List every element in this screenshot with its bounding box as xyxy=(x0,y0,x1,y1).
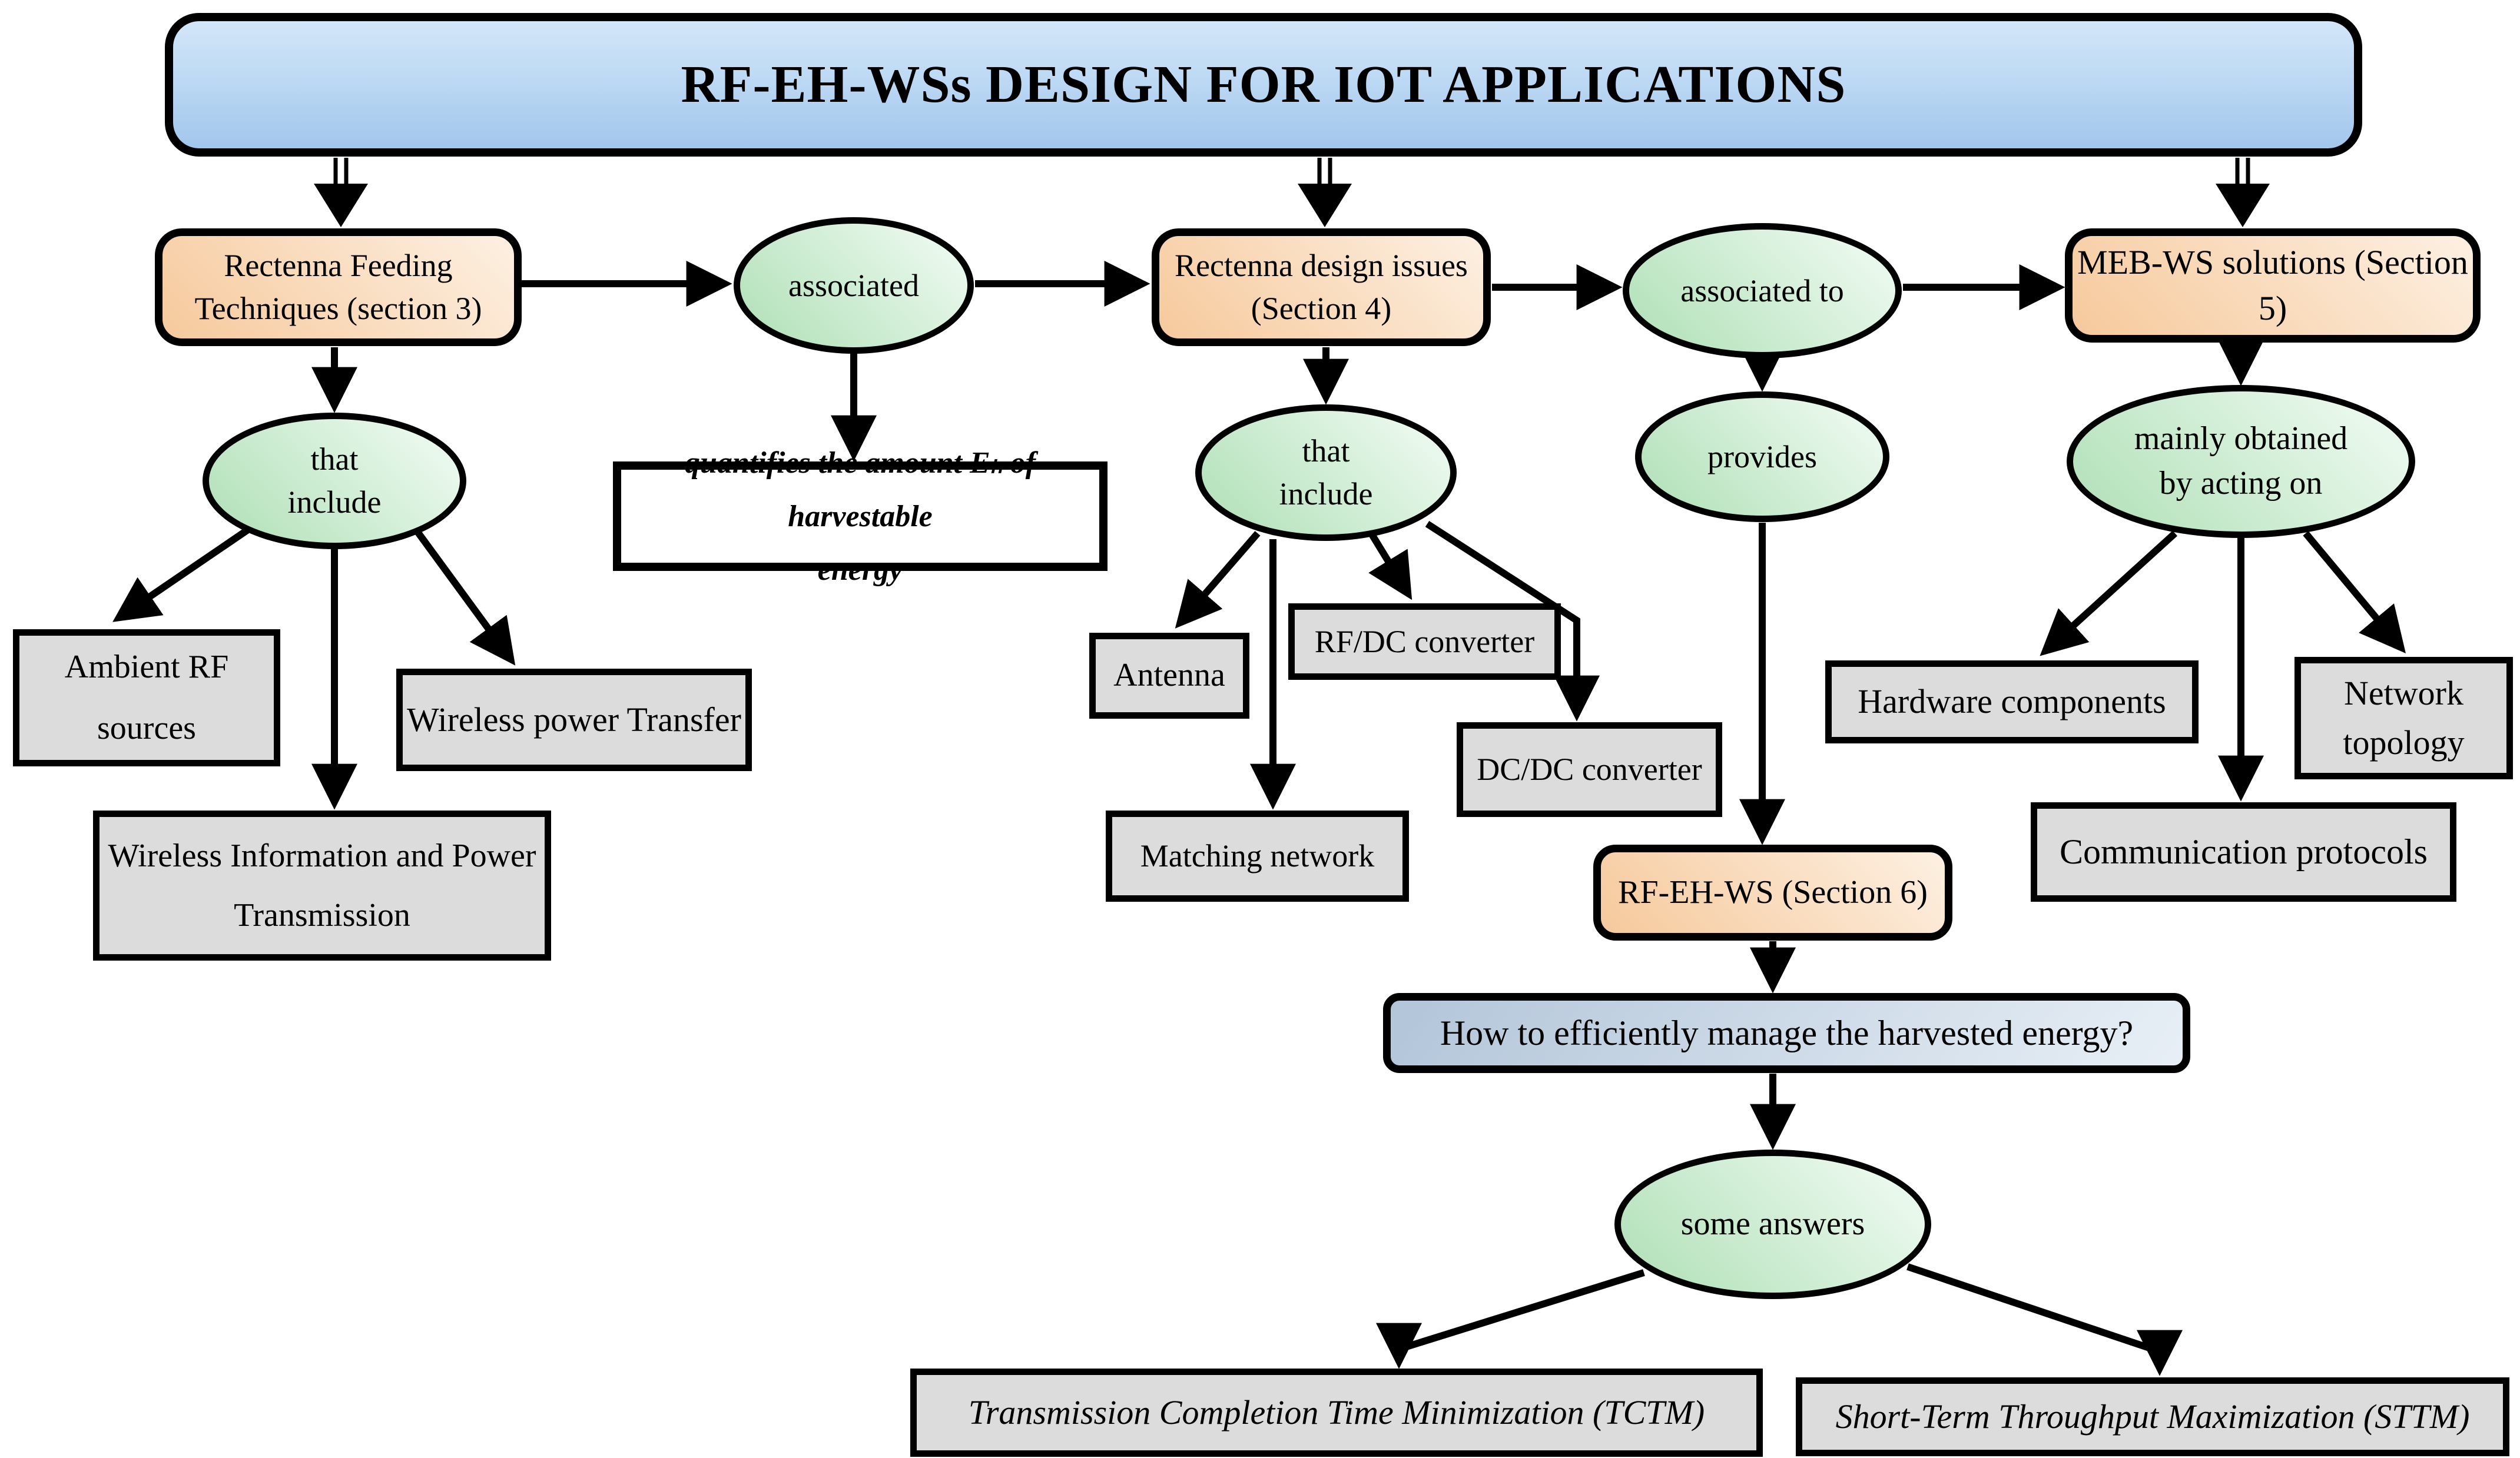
leaf-label: Wireless power Transfer xyxy=(407,700,741,739)
leaf-box-rfdc-converter: RF/DC converter xyxy=(1288,603,1561,680)
question-label: How to efficiently manage the harvested … xyxy=(1440,1013,2134,1052)
leaf-box-wireless-power-transfer: Wireless power Transfer xyxy=(396,669,752,771)
section-label: MEB-WS solutions (Section 5) xyxy=(2077,243,2468,327)
relation-ellipse-associated: associated xyxy=(734,217,974,354)
leaf-label: Network topology xyxy=(2343,673,2465,762)
section-box-meb-ws: MEB-WS solutions (Section 5) xyxy=(2065,228,2481,343)
leaf-label: Matching network xyxy=(1140,838,1375,874)
question-box: How to efficiently manage the harvested … xyxy=(1383,993,2190,1073)
arrow-to-sttm xyxy=(1906,1263,2183,1376)
arrow-title-to-rectenna-design xyxy=(1298,158,1352,227)
arrow-title-to-meb-ws xyxy=(2216,158,2270,227)
leaf-label: Communication protocols xyxy=(2060,832,2428,871)
relation-label: provides xyxy=(1707,439,1817,474)
relation-ellipse-mainly-obtained: mainly obtained by acting on xyxy=(2067,385,2415,538)
relation-label: associated xyxy=(788,267,919,303)
arrow-to-hardware xyxy=(2040,530,2178,656)
leaf-box-matching-network: Matching network xyxy=(1106,811,1409,902)
leaf-label: DC/DC converter xyxy=(1477,752,1702,788)
arrow-to-dcdc xyxy=(1425,520,1600,722)
arrow-to-ambient-rf xyxy=(112,526,252,622)
leaf-label: Wireless Information and Power Transmiss… xyxy=(108,837,536,934)
note-label: quantifies the amount Eₕ of harvestable … xyxy=(684,446,1036,587)
arrow-to-network-topology xyxy=(2303,531,2406,653)
relation-label: that include xyxy=(287,441,382,520)
relation-label: some answers xyxy=(1680,1205,1865,1243)
arrow-to-rfdc xyxy=(1368,532,1412,600)
leaf-label: Ambient RF sources xyxy=(64,648,229,746)
page-title: RF-EH-WSs DESIGN FOR IOT APPLICATIONS xyxy=(681,55,1846,114)
relation-ellipse-that-include-mid: that include xyxy=(1195,404,1457,541)
title-box: RF-EH-WSs DESIGN FOR IOT APPLICATIONS xyxy=(165,13,2362,157)
leaf-box-dcdc-converter: DC/DC converter xyxy=(1457,722,1722,817)
relation-label: associated to xyxy=(1680,273,1844,308)
leaf-box-antenna: Antenna xyxy=(1089,633,1249,719)
note-box-quantifies-energy: quantifies the amount Eₕ of harvestable … xyxy=(613,446,1108,587)
leaf-label: RF/DC converter xyxy=(1314,623,1535,659)
leaf-label: Antenna xyxy=(1113,657,1225,694)
relation-label: mainly obtained by acting on xyxy=(2134,420,2348,502)
leaf-label: Short-Term Throughput Maximization (STTM… xyxy=(1835,1397,2470,1436)
leaf-box-communication-protocols: Communication protocols xyxy=(2031,802,2456,902)
arrow-to-antenna xyxy=(1175,531,1261,629)
section-box-rectenna-design: Rectenna design issues (Section 4) xyxy=(1152,228,1491,346)
relation-ellipse-provides: provides xyxy=(1635,391,1889,522)
relation-label: that include xyxy=(1279,433,1373,512)
relation-ellipse-that-include-left: that include xyxy=(203,413,466,549)
leaf-box-hardware-components: Hardware components xyxy=(1825,660,2199,743)
section-label: Rectenna Feeding Techniques (section 3) xyxy=(194,248,482,326)
leaf-box-network-topology: Network topology xyxy=(2294,657,2513,779)
leaf-box-sttm: Short-Term Throughput Maximization (STTM… xyxy=(1796,1377,2509,1456)
section-box-rf-eh-ws: RF-EH-WS (Section 6) xyxy=(1593,845,1952,941)
section-box-rectenna-feeding: Rectenna Feeding Techniques (section 3) xyxy=(155,228,522,346)
arrow-to-wpt xyxy=(414,529,516,666)
leaf-label: Hardware components xyxy=(1858,682,2166,721)
relation-ellipse-associated-to: associated to xyxy=(1623,223,1902,358)
section-label: Rectenna design issues (Section 4) xyxy=(1175,248,1468,326)
section-label: RF-EH-WS (Section 6) xyxy=(1618,874,1928,911)
leaf-box-tctm: Transmission Completion Time Minimizatio… xyxy=(910,1369,1763,1457)
leaf-label: Transmission Completion Time Minimizatio… xyxy=(968,1393,1705,1432)
leaf-box-wipt: Wireless Information and Power Transmiss… xyxy=(93,811,551,961)
leaf-box-ambient-rf: Ambient RF sources xyxy=(13,629,280,766)
arrow-title-to-rectenna-feeding xyxy=(314,158,368,227)
relation-ellipse-some-answers: some answers xyxy=(1614,1150,1931,1299)
arrow-to-tctm xyxy=(1376,1269,1645,1369)
